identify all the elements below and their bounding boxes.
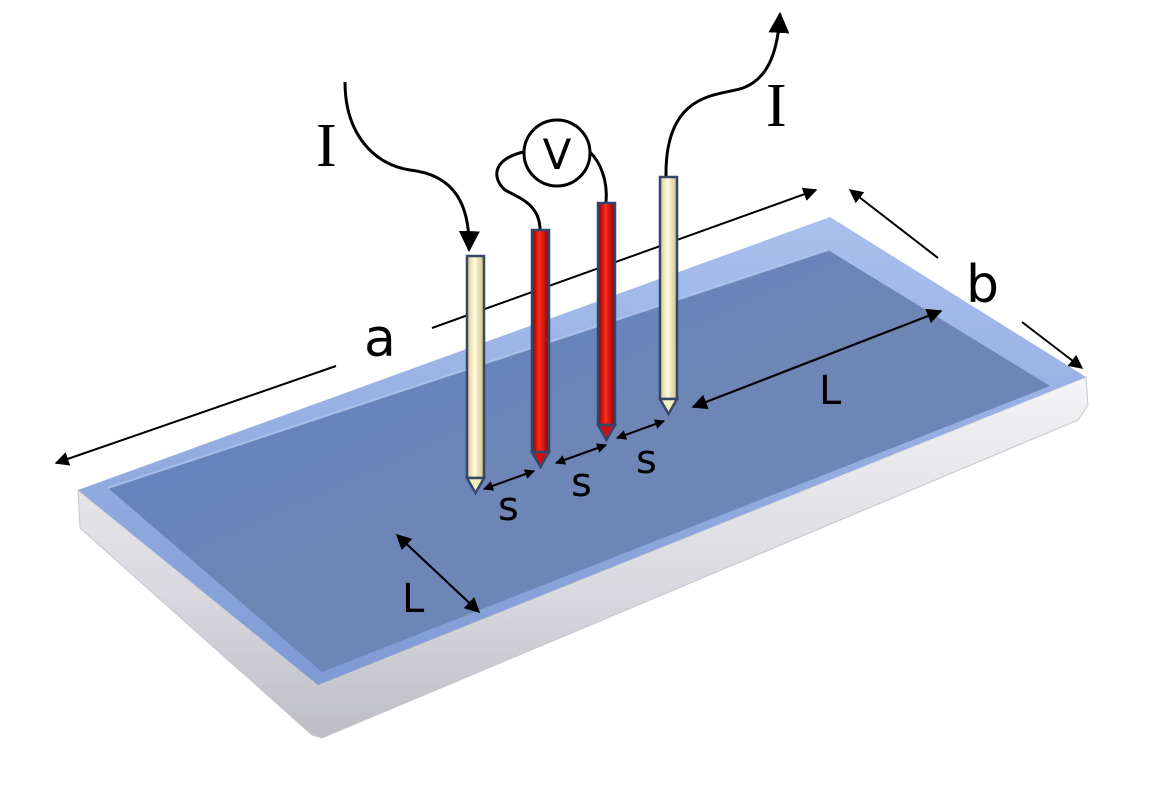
voltmeter-circle [522,118,592,188]
voltmeter-right-wire [588,150,608,203]
dimension-L-right-arrow [691,308,943,410]
spacing-3-label: s [636,437,657,483]
current-in-label: I [316,112,337,180]
inner-probe-left [529,228,552,470]
probes [464,175,680,496]
dimension-L-front-label: L [402,576,425,622]
dimension-b-arrow-top [848,189,939,259]
dimension-a: a [54,187,818,466]
current-in-wire [343,81,480,253]
spacing-3-arrow [616,419,665,440]
voltmeter-left-wire [495,150,542,231]
inner-probe-right [595,201,618,443]
dimension-L-right-label: L [819,368,842,414]
spacing-2-label: s [571,460,592,506]
dimension-L-front-arrow [395,533,481,614]
voltmeter-label: V [543,130,572,179]
dimension-a-arrow-left [54,365,337,466]
dimension-L-front: L [395,533,481,622]
dimension-L-right: L [691,308,943,414]
dimension-b-label: b [966,255,999,315]
probe-spacing: s s s [483,419,665,530]
spacing-2-arrow [555,443,607,465]
dimension-a-arrow-right [431,187,818,329]
current-out-label: I [766,72,787,140]
current-out-wire [664,11,790,177]
spacing-1-arrow [483,469,535,491]
outer-probe-right [657,175,680,417]
spacing-1-label: s [498,484,519,530]
wires [343,11,790,253]
voltmeter: V [522,118,592,188]
dimension-b-arrow-bottom [1021,321,1084,369]
dimension-b: b [848,189,1084,369]
dimension-a-label: a [364,309,396,369]
outer-probe-left [464,254,487,496]
